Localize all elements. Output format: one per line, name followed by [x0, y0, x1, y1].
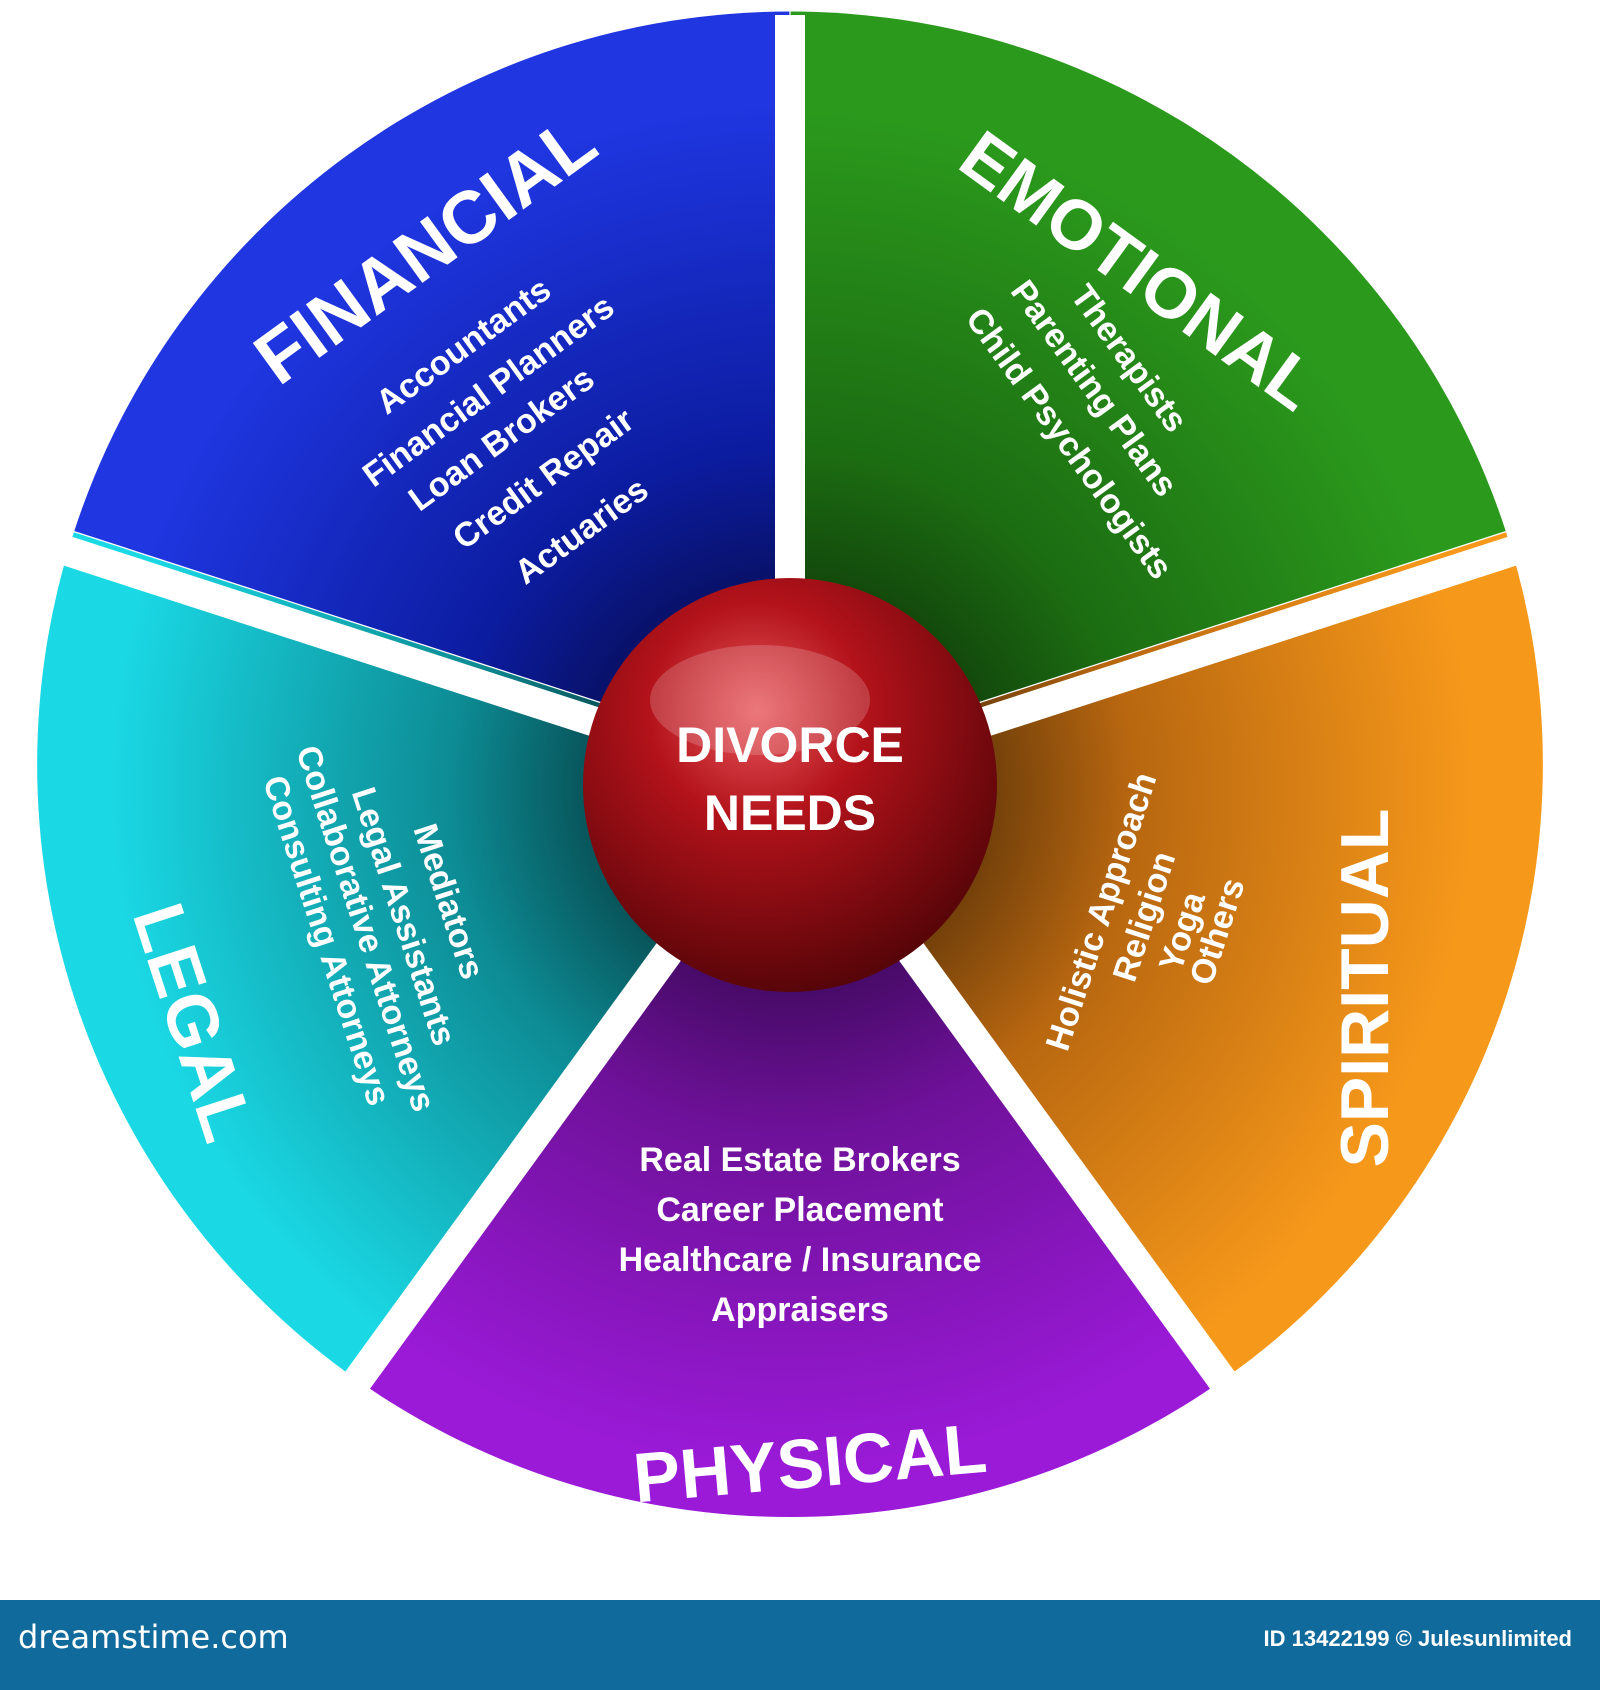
center-title-line2: NEEDS [704, 785, 876, 841]
segment-emotional[interactable] [790, 11, 1506, 764]
divorce-needs-wheel: DIVORCE NEEDS FINANCIAL Accountants Fina… [37, 11, 1543, 1518]
footer-bar: dreamstime.com ID 13422199 © Julesunlimi… [0, 1600, 1600, 1690]
segment-physical[interactable] [348, 765, 1232, 1518]
physical-item: Career Placement [656, 1191, 943, 1229]
physical-item: Real Estate Brokers [639, 1141, 960, 1179]
segment-financial[interactable] [74, 11, 790, 764]
spiritual-title: SPIRITUAL [1327, 809, 1403, 1168]
physical-item: Appraisers [711, 1291, 889, 1329]
footer-site[interactable]: dreamstime.com [18, 1618, 289, 1656]
center-sphere [583, 578, 997, 992]
center-highlight [650, 645, 870, 755]
center-title-line1: DIVORCE [676, 717, 904, 773]
footer-image-id: ID 13422199 © Julesunlimited [1263, 1626, 1572, 1651]
center-hub[interactable]: DIVORCE NEEDS [583, 578, 997, 992]
physical-item: Healthcare / Insurance [619, 1241, 982, 1279]
